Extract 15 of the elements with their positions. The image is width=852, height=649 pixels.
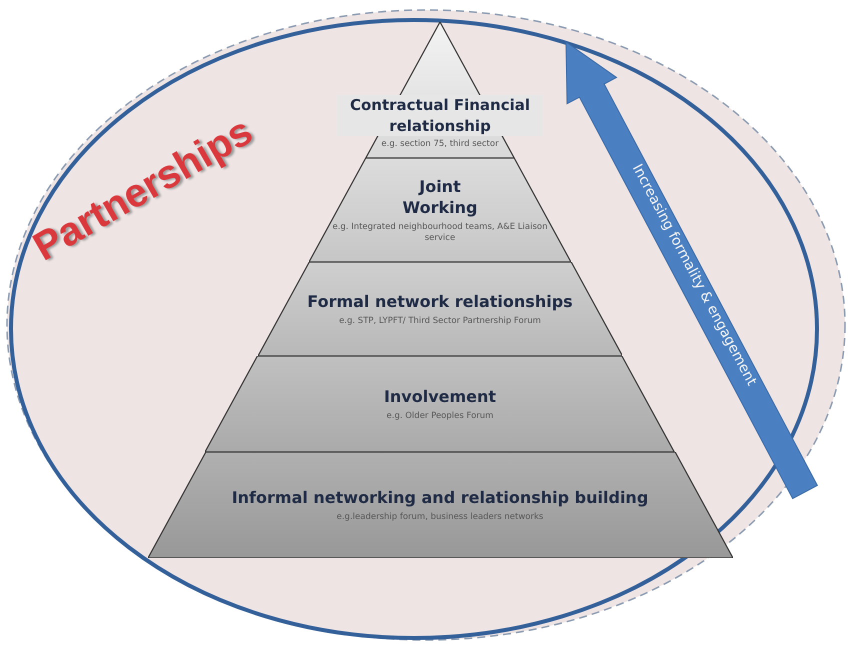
example-text: e.g.leadership forum, business leaders networks <box>336 512 544 523</box>
ellipse-region <box>5 8 847 642</box>
pyramid-layer <box>205 356 675 452</box>
example-text: e.g. Integrated neighbourhood teams, A&E Liaison service <box>331 222 548 244</box>
layer-title: Formal network relationships <box>307 291 573 313</box>
example-text: e.g. STP, LYPFT/ Third Sector Partnership Forum <box>339 316 541 327</box>
layer-title: Contractual Financial relationship <box>337 95 543 136</box>
layer-title: Joint Working <box>402 176 478 220</box>
example-text: e.g. section 75, third sector <box>381 138 499 150</box>
example-text: e.g. Older Peoples Forum <box>386 410 494 422</box>
pyramid-layer <box>258 262 622 356</box>
layer-title: Informal networking and relationship building <box>232 487 648 509</box>
pyramid-layer <box>309 158 571 262</box>
pyramid-tip <box>335 22 545 158</box>
layer-title: Involvement <box>384 386 496 408</box>
